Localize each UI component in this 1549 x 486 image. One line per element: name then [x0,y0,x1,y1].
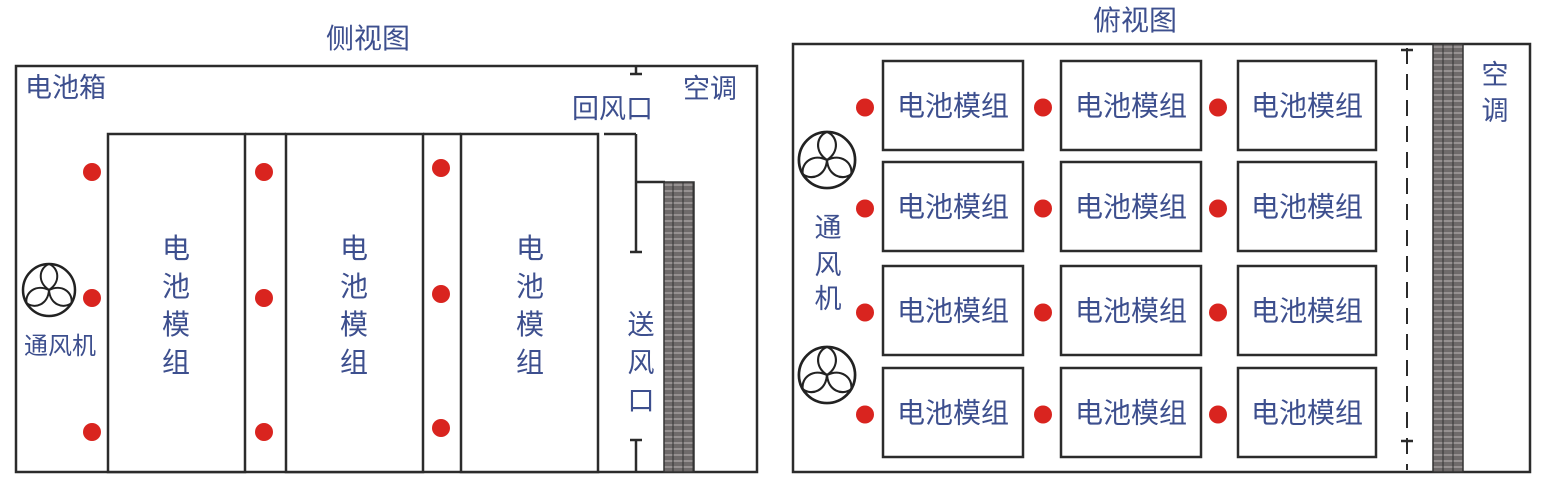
module-grid: 电池模组电池模组电池模组电池模组电池模组电池模组电池模组电池模组电池模组电池模组… [856,59,1378,459]
battery-module: 电池模组 [1034,264,1203,357]
temperature-sensor [1209,303,1227,322]
module-label: 电池模组 [1251,191,1363,224]
temperature-sensor [1034,199,1052,218]
module-box [1236,160,1378,253]
module-label-char: 池 [516,270,544,303]
module-label-char: 组 [516,346,544,379]
side-view-title: 侧视图 [326,22,410,55]
battery-module: 电池模组 [1209,264,1378,357]
temperature-sensor [1034,405,1052,424]
battery-module: 电池模组 [856,59,1025,152]
ac-label: 调 [1482,96,1509,127]
temperature-sensor [856,98,874,117]
ac-label: 空 [1482,60,1509,91]
battery-module: 电池模组 [1209,366,1378,459]
module-label: 电池模组 [897,397,1009,430]
return-air-label: 回风口 [572,94,653,125]
module-box [1059,160,1203,253]
module-box [1059,366,1203,459]
module-label: 电池模组 [1075,295,1187,328]
ac-coil [663,181,695,473]
module-label-char: 组 [340,346,368,379]
module-label: 电池模组 [1251,295,1363,328]
module-label: 电池模组 [1075,191,1187,224]
battery-module: 电 池 模 组 [106,132,247,474]
module-box [1236,59,1378,152]
supply-air-label: 送 [628,310,655,341]
fan-label: 机 [815,284,842,315]
temperature-sensor [1034,303,1052,322]
module-label-char: 模 [340,308,368,341]
module-label: 电池模组 [897,295,1009,328]
temperature-sensor [1209,405,1227,424]
module-box [1236,264,1378,357]
enclosure-label: 电池箱 [25,73,106,104]
module-label-char: 电 [516,232,544,265]
supply-air-label: 口 [628,386,655,417]
top-view: 俯视图 电池模组电池模组电池模组电池模组电池模组电池模组电池模组电池模组电池模组… [791,4,1532,474]
battery-module: 电池模组 [856,160,1025,253]
fan-label: 风 [815,250,842,281]
module-label: 电池模组 [1075,397,1187,430]
air-partition [1401,48,1413,470]
battery-module: 电 池 模 组 [284,132,425,474]
ac-coil [1432,43,1464,473]
temperature-sensor [1209,199,1227,218]
temperature-sensor [856,303,874,322]
module-label-char: 电 [162,232,190,265]
module-label: 电池模组 [897,191,1009,224]
module-label-char: 组 [162,346,190,379]
module-label-char: 模 [516,308,544,341]
module-box [881,366,1025,459]
fan-label: 通 [815,213,842,244]
module-box [1059,264,1203,357]
battery-module: 电池模组 [1209,160,1378,253]
side-view: 侧视图 电池箱 空调 回风口 电 池 模 组 电 池 模 组 电 池 模 组 [14,22,759,474]
module-box [881,59,1025,152]
temperature-sensors [83,159,450,441]
battery-module: 电池模组 [856,264,1025,357]
temperature-sensor [856,199,874,218]
module-label: 电池模组 [897,90,1009,123]
module-label: 电池模组 [1075,90,1187,123]
battery-module: 电池模组 [1034,366,1203,459]
temperature-sensor [1034,98,1052,117]
fan-icon [796,345,858,405]
temperature-sensor [856,405,874,424]
battery-module: 电 池 模 组 [459,132,600,474]
module-label-char: 池 [340,270,368,303]
module-label: 电池模组 [1251,397,1363,430]
battery-module: 电池模组 [1209,59,1378,152]
module-box [1236,366,1378,459]
battery-module: 电池模组 [1034,59,1203,152]
module-label-char: 池 [162,270,190,303]
module-box [881,264,1025,357]
module-label-char: 电 [340,232,368,265]
module-box [881,160,1025,253]
fan-label: 通风机 [24,332,96,360]
battery-module: 电池模组 [1034,160,1203,253]
temperature-sensor [1209,98,1227,117]
module-label: 电池模组 [1251,90,1363,123]
module-label-char: 模 [162,308,190,341]
ac-label: 空调 [683,74,737,105]
module-box [1059,59,1203,152]
air-duct [604,66,665,472]
battery-module: 电池模组 [856,366,1025,459]
top-view-title: 俯视图 [1093,4,1177,37]
supply-air-label: 风 [628,348,655,379]
fan-icon [21,262,77,318]
fan-icon [796,130,858,190]
